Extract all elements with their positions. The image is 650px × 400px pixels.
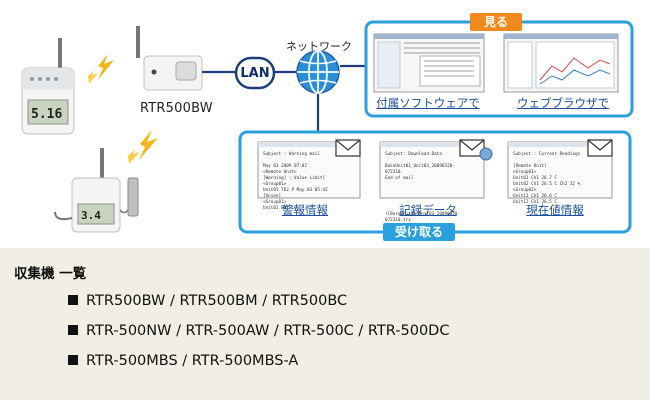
mail-text-line: Unit02 Ch1 26.5 C Ch2 32 % xyxy=(513,182,581,187)
lan-label: LAN xyxy=(240,66,270,81)
mail-text-line: Subject : Warning mail xyxy=(263,152,320,157)
current-mail-text: Subject : Current Readings [Remote Unit]… xyxy=(513,152,593,206)
current-value-link[interactable]: 現在値情報 xyxy=(526,203,584,217)
model-list-section: 収集機 一覧 RTR500BW / RTR500BM / RTR500BC RT… xyxy=(0,248,650,400)
model-list-item-text: RTR-500NW / RTR-500AW / RTR-500C / RTR-5… xyxy=(86,323,450,339)
mail-text-line: BaseUnit01_Unit03_20090320-072310. xyxy=(385,164,455,175)
mail-text-line: Subject: Download Data xyxy=(385,152,442,157)
model-list-item-text: RTR500BW / RTR500BM / RTR500BC xyxy=(86,293,348,309)
square-bullet-icon xyxy=(68,355,78,365)
model-list-item: RTR500BW / RTR500BM / RTR500BC xyxy=(68,293,347,309)
model-list-item: RTR-500MBS / RTR-500MBS-A xyxy=(68,353,298,369)
square-bullet-icon xyxy=(68,295,78,305)
network-globe-icon xyxy=(296,50,340,94)
mail-text-line: Unit11 Ch1 26.6 C xyxy=(513,194,557,199)
mail-text-line: <Group01> xyxy=(263,200,287,205)
model-list-title: 収集機 一覧 xyxy=(14,266,87,282)
record-mail-text: Subject: Download Data BaseUnit01_Unit03… xyxy=(385,152,465,224)
mail-text-line: <Group01> xyxy=(263,182,287,187)
record-data-link[interactable]: 記録データ xyxy=(399,203,457,217)
diagram-graphics: 5.16 3.4 xyxy=(21,20,634,234)
receive-header: 受け取る xyxy=(383,223,455,241)
logger-bottom-display: 3.4 xyxy=(81,209,101,222)
mail-text-line: Subject : Current Readings xyxy=(513,152,581,157)
mail-text-line: <Group02> xyxy=(513,188,537,193)
view-header: 見る xyxy=(470,13,522,31)
mail-text-line: ?[BaseUnit01_Unit03_20090320-072310.trx xyxy=(385,212,461,223)
mail-text-line: May 03 2009 07:02 xyxy=(263,164,307,169)
data-logger-top: 5.16 xyxy=(21,38,75,135)
mail-text-line: <Group01> xyxy=(513,170,537,175)
alarm-mail-text: Subject : Warning mail May 03 2009 07:02… xyxy=(263,152,343,212)
wireless-signal-icon-upper xyxy=(88,54,114,84)
data-logger-bottom: 3.4 xyxy=(54,148,139,233)
mail-text-line: Unit01 Ext LC xyxy=(263,206,297,211)
model-list-item-text: RTR-500MBS / RTR-500MBS-A xyxy=(86,353,299,369)
mail-text-line: [Warning] : Value Limit] xyxy=(263,176,326,181)
browser-screenshot xyxy=(503,33,619,93)
browser-link[interactable]: ウェブブラウザで xyxy=(517,96,609,110)
software-link[interactable]: 付属ソフトウェアで xyxy=(376,96,480,110)
mail-text-line: End of mail xyxy=(385,176,414,181)
mail-text-line: Unit01 Ch1 26.7 C xyxy=(513,176,557,181)
base-station-label: RTR500BW xyxy=(140,101,213,116)
mail-text-line: Unit12 Ch1 26.5 C xyxy=(513,200,557,205)
wireless-signal-icon-lower xyxy=(128,130,158,164)
model-list-item: RTR-500NW / RTR-500AW / RTR-500C / RTR-5… xyxy=(68,323,449,339)
mail-text-line: [Remote Unit] xyxy=(513,164,547,169)
connection-lines xyxy=(202,64,366,132)
lan-badge xyxy=(234,56,276,90)
logger-top-display: 5.16 xyxy=(31,107,62,122)
square-bullet-icon xyxy=(68,325,78,335)
mail-text-line: [Unien] xyxy=(263,194,282,199)
network-label: ネットワーク xyxy=(286,40,352,53)
current-mail-icon xyxy=(587,139,613,157)
base-station-device xyxy=(136,26,203,91)
software-screenshot xyxy=(373,33,485,93)
alarm-mail-icon xyxy=(335,139,361,157)
system-diagram: 5.16 3.4 xyxy=(21,13,634,241)
mail-text-line: <Remote Unit> xyxy=(263,170,297,175)
mail-text-line: Unit01 TD2 P May 03 05:42 xyxy=(263,188,328,193)
record-mail-icon xyxy=(459,139,493,161)
alarm-info-link[interactable]: 警報情報 xyxy=(282,203,328,217)
